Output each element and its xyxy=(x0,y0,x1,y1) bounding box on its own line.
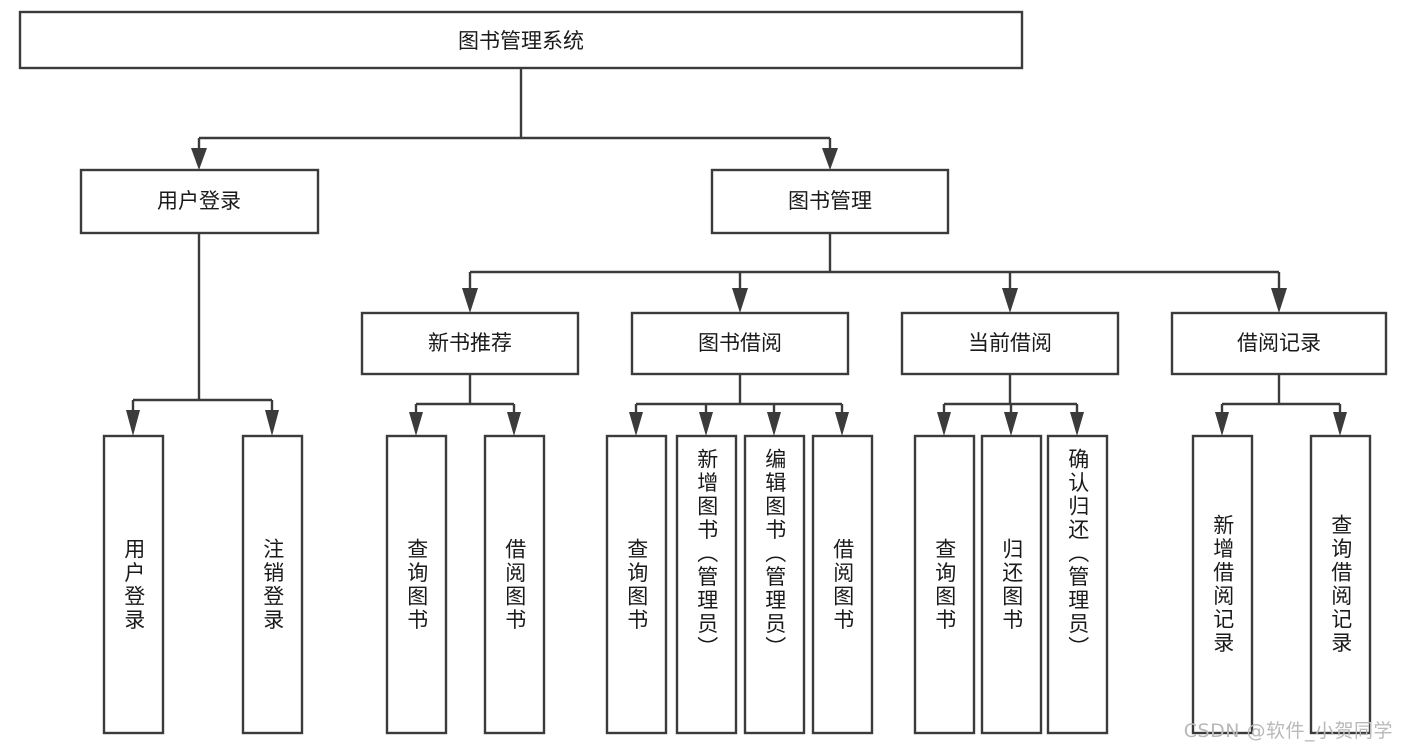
node-leaf-user-login-box[interactable] xyxy=(102,434,165,735)
leaf-label-wrap-borrow-add-book: 新增图书（管理员） xyxy=(677,436,736,733)
leaf-label-current-query-book: 查询图书 xyxy=(932,537,957,632)
arrowhead-borrow-leaf-4 xyxy=(835,412,849,436)
leaf-label-wrap-current-return-book: 归还图书 xyxy=(982,436,1041,733)
arrowhead-book-manage xyxy=(822,148,838,170)
node-leaf-current-confirm-return-box[interactable] xyxy=(1046,434,1109,735)
arrowhead-borrow-record xyxy=(1271,288,1287,313)
leaf-label-recommend-query-book: 查询图书 xyxy=(404,537,429,632)
node-user-login-label: 用户登录 xyxy=(157,189,241,213)
watermark-text: CSDN @软件_小贺同学 xyxy=(1183,720,1393,742)
arrowhead-borrow-leaf-2 xyxy=(699,412,713,436)
leaf-label-wrap-borrow-edit-book: 编辑图书（管理员） xyxy=(745,436,804,733)
node-user-login-box[interactable] xyxy=(79,168,320,235)
node-layer: 图书管理系统 用户登录 图书管理 新书推荐 图书借阅 当前借阅 借阅记录 xyxy=(18,10,1388,735)
arrowhead-borrow-leaf-1 xyxy=(629,412,643,436)
arrowhead-borrow-leaf-3 xyxy=(767,412,781,436)
arrowhead-leaf-logout xyxy=(265,410,279,436)
arrowhead-new-book-recommend xyxy=(462,288,478,313)
node-current-borrow-label: 当前借阅 xyxy=(968,331,1052,355)
leaf-label-wrap-recommend-borrow-book: 借阅图书 xyxy=(485,436,544,733)
arrowhead-record-leaf-2 xyxy=(1333,412,1347,436)
leaf-label-wrap-borrow-query-book: 查询图书 xyxy=(607,436,666,733)
node-new-book-recommend-box[interactable] xyxy=(360,311,580,376)
arrowhead-current-leaf-3 xyxy=(1070,412,1084,436)
leaf-label-wrap-record-add: 新增借阅记录 xyxy=(1193,436,1252,733)
arrowhead-current-borrow xyxy=(1002,288,1018,313)
node-leaf-logout-box[interactable] xyxy=(241,434,304,735)
node-current-borrow-box[interactable] xyxy=(900,311,1120,376)
node-root-box[interactable] xyxy=(18,10,1024,70)
connector-layer xyxy=(126,68,1347,436)
leaf-label-wrap-current-confirm-return: 确认归还（管理员） xyxy=(1048,436,1107,733)
node-leaf-record-query-box[interactable] xyxy=(1309,434,1372,735)
leaf-label-logout: 注销登录 xyxy=(260,537,285,632)
arrowhead-recommend-leaf-1 xyxy=(409,412,423,436)
arrowhead-record-leaf-1 xyxy=(1215,412,1229,436)
arrowhead-leaf-user-login xyxy=(126,410,140,436)
leaf-label-wrap-record-query: 查询借阅记录 xyxy=(1311,436,1370,733)
node-leaf-current-return-book-box[interactable] xyxy=(980,434,1043,735)
leaf-label-record-add: 新增借阅记录 xyxy=(1210,514,1235,655)
arrowhead-user-login xyxy=(191,148,207,170)
node-leaf-recommend-borrow-book-box[interactable] xyxy=(483,434,546,735)
arrowhead-recommend-leaf-2 xyxy=(507,412,521,436)
node-borrow-record-box[interactable] xyxy=(1170,311,1388,376)
arrowhead-current-leaf-2 xyxy=(1004,412,1018,436)
leaf-label-borrow-edit-book: 编辑图书（管理员） xyxy=(762,448,787,660)
leaf-label-wrap-logout: 注销登录 xyxy=(243,436,302,733)
node-leaf-current-query-book-box[interactable] xyxy=(913,434,976,735)
leaf-label-wrap-current-query-book: 查询图书 xyxy=(915,436,974,733)
node-leaf-borrow-add-book-box[interactable] xyxy=(675,434,738,735)
leaf-label-current-confirm-return: 确认归还（管理员） xyxy=(1065,448,1090,660)
leaf-label-borrow-borrow-book: 借阅图书 xyxy=(830,537,855,632)
leaf-label-wrap-recommend-query-book: 查询图书 xyxy=(387,436,446,733)
leaf-label-user-login: 用户登录 xyxy=(121,537,146,632)
arrowhead-book-borrow xyxy=(732,288,748,313)
node-book-borrow-box[interactable] xyxy=(630,311,850,376)
arrowhead-current-leaf-1 xyxy=(937,412,951,436)
node-leaf-recommend-query-book-box[interactable] xyxy=(385,434,448,735)
node-new-book-recommend-label: 新书推荐 xyxy=(428,331,512,355)
leaf-label-record-query: 查询借阅记录 xyxy=(1328,514,1353,655)
node-book-manage-box[interactable] xyxy=(710,168,950,235)
leaf-label-borrow-add-book: 新增图书（管理员） xyxy=(694,448,719,660)
node-root-label: 图书管理系统 xyxy=(458,29,584,53)
leaf-label-wrap-borrow-borrow-book: 借阅图书 xyxy=(813,436,872,733)
node-leaf-borrow-edit-book-box[interactable] xyxy=(743,434,806,735)
leaf-label-wrap-user-login: 用户登录 xyxy=(104,436,163,733)
node-leaf-record-add-box[interactable] xyxy=(1191,434,1254,735)
node-book-manage-label: 图书管理 xyxy=(788,189,872,213)
node-leaf-borrow-borrow-book-box[interactable] xyxy=(811,434,874,735)
node-borrow-record-label: 借阅记录 xyxy=(1237,331,1321,355)
leaf-label-recommend-borrow-book: 借阅图书 xyxy=(502,537,527,632)
leaf-label-current-return-book: 归还图书 xyxy=(999,537,1024,632)
node-book-borrow-label: 图书借阅 xyxy=(698,331,782,355)
leaf-label-borrow-query-book: 查询图书 xyxy=(624,537,649,632)
node-leaf-borrow-query-book-box[interactable] xyxy=(605,434,668,735)
